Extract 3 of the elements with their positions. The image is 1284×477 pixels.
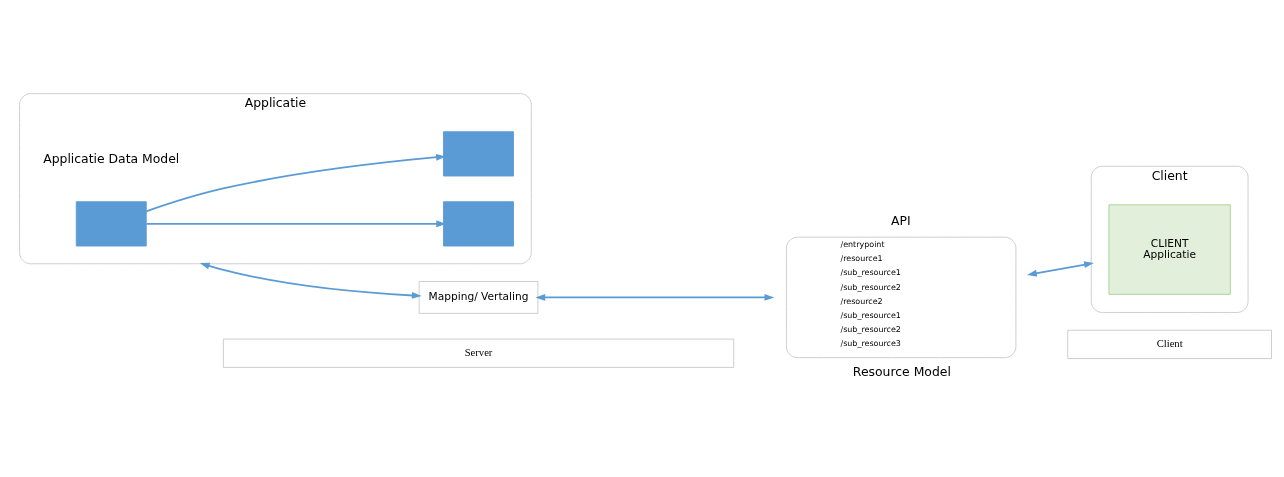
node-label: Resource Model xyxy=(852,364,951,380)
node-label: Applicatie Data Model xyxy=(43,151,180,167)
node-label: API xyxy=(890,212,911,228)
